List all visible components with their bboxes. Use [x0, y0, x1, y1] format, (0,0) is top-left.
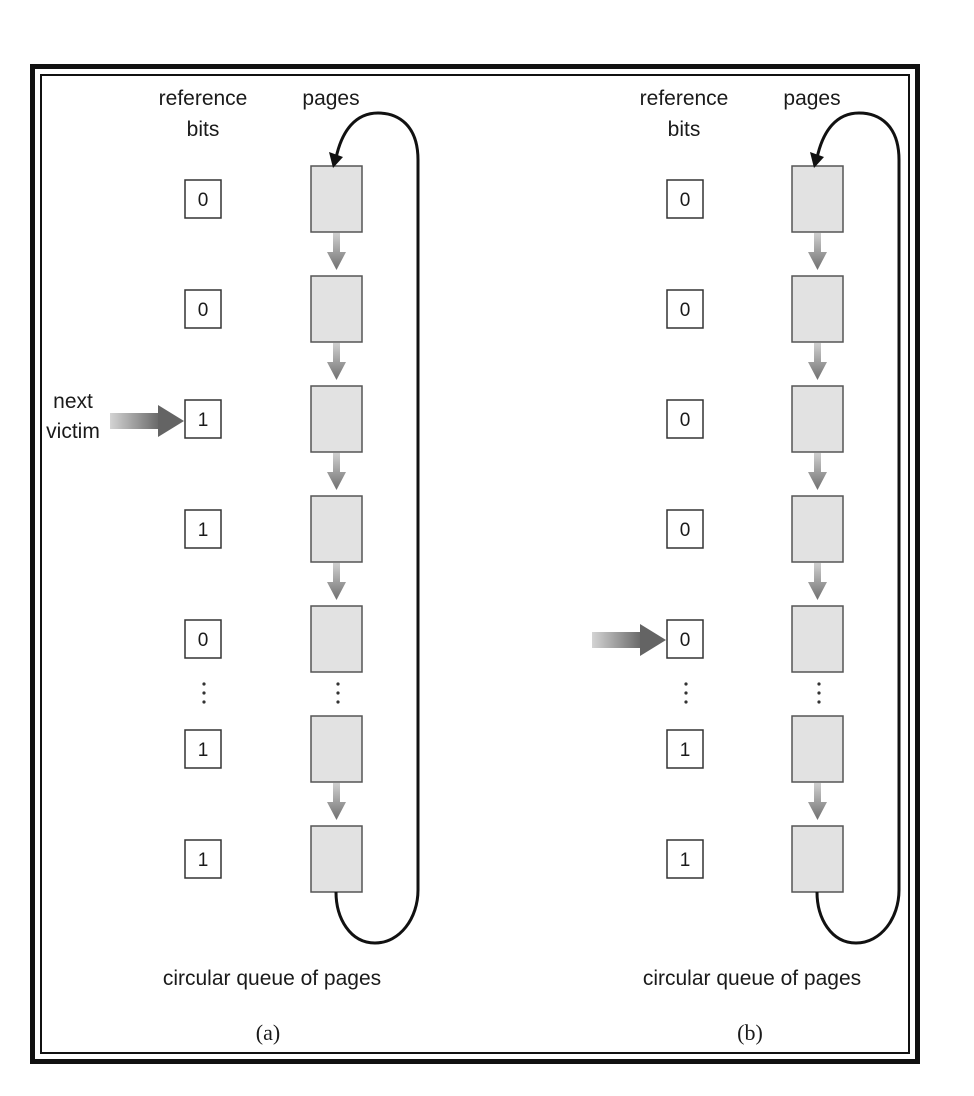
panel-caption: (b) [737, 1020, 763, 1045]
ellipsis-icon [684, 682, 821, 704]
page-frame [791, 825, 844, 893]
bit-value: 0 [680, 300, 691, 321]
bit-value: 1 [198, 850, 209, 871]
bit-value: 0 [198, 630, 209, 651]
figure-frame-inner [40, 74, 910, 1054]
bit-value: 1 [198, 410, 209, 431]
bit-value: 1 [198, 520, 209, 541]
reference-bits-header-line1: reference [159, 87, 248, 110]
page-frame [310, 385, 363, 453]
figure-frame [30, 64, 920, 1064]
bit-value: 0 [680, 190, 691, 211]
page-frame [310, 495, 363, 563]
bit-value: 0 [680, 520, 691, 541]
bit-box: 1 [184, 729, 222, 769]
panel-caption: (a) [256, 1020, 280, 1045]
page-frame [791, 715, 844, 783]
queue-label: circular queue of pages [163, 967, 381, 990]
page-frame [791, 275, 844, 343]
pages-header: pages [302, 87, 359, 110]
down-arrow-icon [327, 233, 346, 820]
reference-bits-header-line1: reference [640, 87, 729, 110]
bit-box: 0 [666, 399, 704, 439]
reference-bits-header-line2: bits [668, 118, 701, 141]
next-victim-pointer-arrow-icon [110, 405, 184, 437]
bit-value: 1 [680, 740, 691, 761]
page-frame [791, 605, 844, 673]
bit-box: 0 [184, 289, 222, 329]
bit-value: 1 [680, 850, 691, 871]
page-frame [310, 825, 363, 893]
bit-box: 1 [184, 399, 222, 439]
bit-box: 0 [666, 179, 704, 219]
bit-value: 0 [680, 410, 691, 431]
bit-box: 0 [184, 179, 222, 219]
bit-box: 0 [184, 619, 222, 659]
bit-value: 1 [198, 740, 209, 761]
page-frame [310, 165, 363, 233]
page-frame [791, 385, 844, 453]
reference-bits-header-line2: bits [187, 118, 220, 141]
page-frames [310, 165, 363, 893]
circular-return-arrow-icon [329, 111, 420, 945]
down-arrow-icon [808, 233, 827, 820]
page-frame [310, 715, 363, 783]
victim-pointer-arrow-icon [592, 624, 666, 656]
bit-value: 0 [198, 190, 209, 211]
page-frames [791, 165, 844, 893]
panel-a: reference bits pages 0 0 1 1 0 1 1 [46, 87, 420, 1045]
bit-value: 0 [680, 630, 691, 651]
next-victim-label-line1: next [53, 390, 93, 413]
page-frame [791, 495, 844, 563]
ellipsis-icon [202, 682, 340, 704]
bit-box: 1 [184, 509, 222, 549]
circular-return-arrow-icon [810, 111, 901, 945]
bit-value: 0 [198, 300, 209, 321]
page-frame [310, 275, 363, 343]
page-frame [791, 165, 844, 233]
page-frame [310, 605, 363, 673]
bit-box: 1 [666, 839, 704, 879]
bit-box: 0 [666, 289, 704, 329]
bit-box: 0 [666, 619, 704, 659]
bit-box: 1 [666, 729, 704, 769]
bit-box: 1 [184, 839, 222, 879]
next-victim-label-line2: victim [46, 420, 100, 443]
panel-b: reference bits pages 0 0 0 0 0 1 1 [592, 87, 901, 1045]
pages-header: pages [783, 87, 840, 110]
bit-box: 0 [666, 509, 704, 549]
queue-label: circular queue of pages [643, 967, 861, 990]
